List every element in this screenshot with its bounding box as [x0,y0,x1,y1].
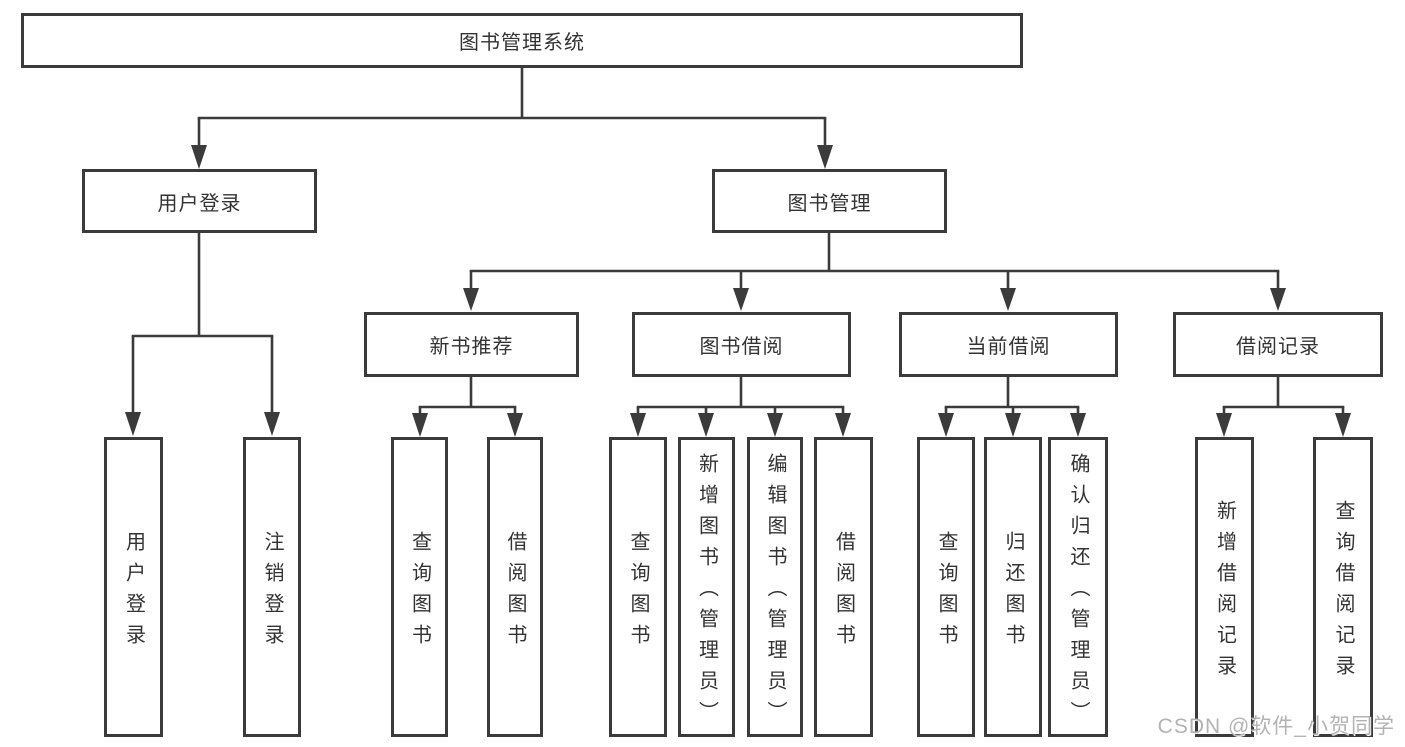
leaf-user-login: 用户登录 [104,437,163,737]
leaf-query-books-current-label: 查询图书 [935,530,957,655]
leaf-return-books-label: 归还图书 [1002,530,1024,655]
arrow-down-icon [412,413,428,437]
leaf-confirm-return-admin: 确认归还（管理员） [1048,437,1108,737]
arrow-down-icon [1270,288,1286,311]
leaf-query-borrow-record: 查询借阅记录 [1313,437,1373,737]
leaf-return-books: 归还图书 [984,437,1042,737]
node-borrow-records: 借阅记录 [1173,312,1383,377]
leaf-logout-label: 注销登录 [261,530,283,655]
arrow-down-icon [1005,413,1021,437]
arrow-down-icon [835,413,851,437]
arrow-down-icon [767,413,783,437]
arrow-down-icon [191,145,207,169]
node-book-management: 图书管理 [712,169,947,233]
node-root-label: 图书管理系统 [459,32,585,54]
arrow-down-icon [698,413,714,437]
node-new-book-recommend-label: 新书推荐 [429,336,514,358]
connector-book-borrow-children [630,377,851,437]
leaf-user-login-label: 用户登录 [122,530,145,655]
leaf-add-borrow-record-label: 新增借阅记录 [1213,499,1236,686]
leaf-query-books-borrow-label: 查询图书 [627,530,649,655]
connector-root-to-level2 [191,68,833,169]
arrow-down-icon [733,288,749,311]
leaf-borrow-books: 借阅图书 [814,437,873,737]
arrow-down-icon [125,412,141,436]
node-borrow-records-label: 借阅记录 [1236,336,1320,358]
leaf-query-books-recommend-label: 查询图书 [408,530,431,655]
watermark: CSDN @软件_小贺同学 [1157,715,1395,738]
leaf-edit-books-admin: 编辑图书（管理员） [747,437,803,737]
arrow-down-icon [1070,413,1086,437]
leaf-borrow-books-label: 借阅图书 [832,530,855,655]
node-new-book-recommend: 新书推荐 [364,312,579,377]
leaf-edit-books-admin-label: 编辑图书（管理员） [764,453,786,732]
arrow-down-icon [817,145,833,169]
arrow-down-icon [1000,288,1016,311]
node-user-login: 用户登录 [82,169,317,233]
connector-user-login-children [125,233,280,436]
arrow-down-icon [507,413,523,437]
node-current-borrow: 当前借阅 [899,312,1118,377]
leaf-add-books-admin-label: 新增图书（管理员） [695,453,718,732]
leaf-confirm-return-admin-label: 确认归还（管理员） [1067,453,1089,732]
connector-borrow-record-children [1216,377,1351,437]
node-current-borrow-label: 当前借阅 [966,336,1051,358]
arrow-down-icon [463,288,479,311]
arrow-down-icon [264,412,280,436]
leaf-add-books-admin: 新增图书（管理员） [678,437,735,737]
leaf-query-books-recommend: 查询图书 [391,437,448,737]
connector-new-book-children [412,377,523,437]
arrow-down-icon [1216,413,1232,437]
connector-current-borrow-children [938,377,1086,437]
leaf-add-borrow-record: 新增借阅记录 [1195,437,1254,737]
node-book-borrow-label: 图书借阅 [699,336,784,358]
node-book-management-label: 图书管理 [787,192,872,215]
leaf-logout: 注销登录 [243,437,301,737]
leaf-borrow-books-recommend: 借阅图书 [487,437,543,737]
connector-book-mgmt-children [463,233,1286,311]
leaf-borrow-books-recommend-label: 借阅图书 [504,530,526,655]
arrow-down-icon [938,413,954,437]
arrow-down-icon [1335,413,1351,437]
arrow-down-icon [630,413,646,437]
leaf-query-books-current: 查询图书 [917,437,975,737]
leaf-query-books-borrow: 查询图书 [609,437,667,737]
leaf-query-borrow-record-label: 查询借阅记录 [1332,499,1354,686]
node-book-borrow: 图书借阅 [632,312,851,377]
node-user-login-label: 用户登录 [157,192,242,215]
node-root: 图书管理系统 [21,13,1023,68]
